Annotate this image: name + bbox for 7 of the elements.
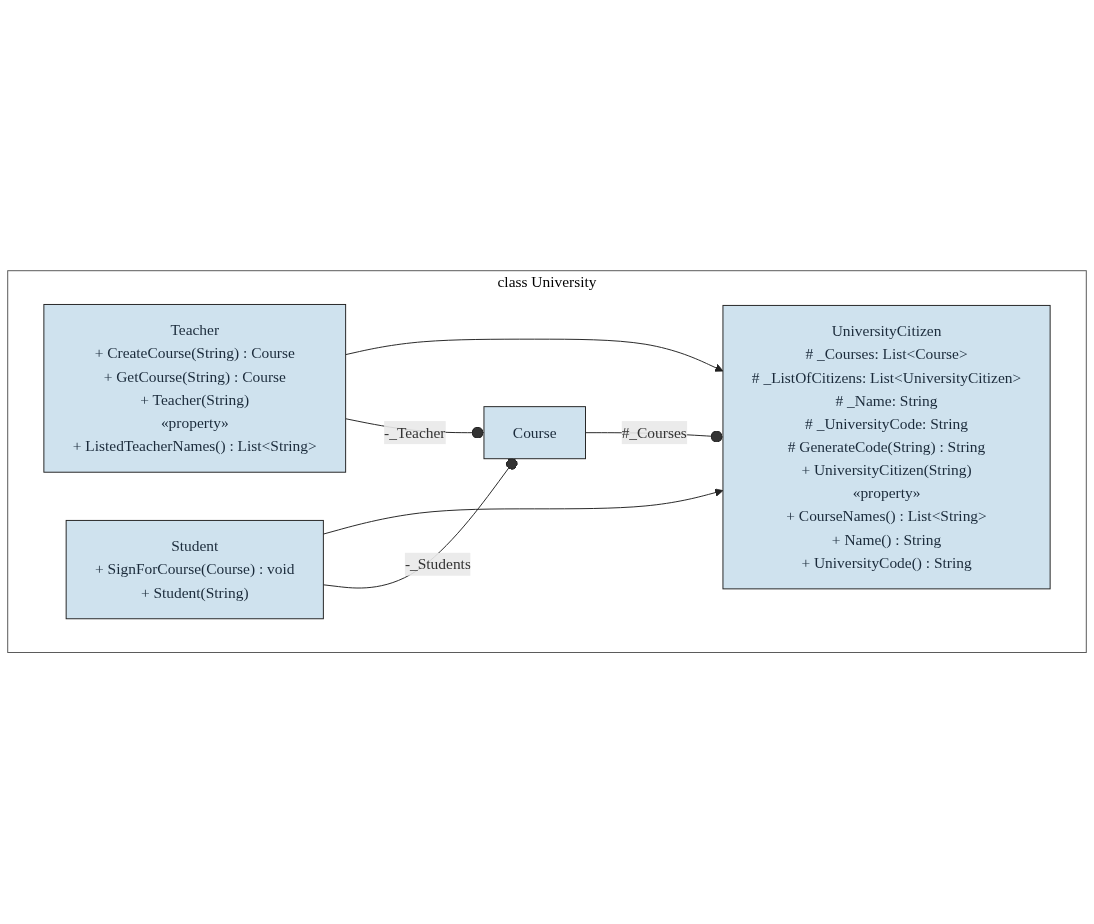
- edge-label: #_Courses: [621, 424, 687, 441]
- node-box: UniversityCitizen # _Courses: List<Course> # _ListOfCitizens: List<UniversityCitizen> # _Name: String # _UniversityCode: String # GenerateCode(String) : String + UniversityCitizen(String) «property» + CourseNames() : List<String> + Name() : String + UniversityCode() : String: [722, 305, 1051, 590]
- node-box: Course: [483, 406, 586, 460]
- edge-label: -_Teacher: [384, 424, 446, 441]
- node-box: Teacher + CreateCourse(String) : Course + GetCourse(String) : Course + Teacher(String) «property» + ListedTeacherNames() : List<String>: [43, 304, 347, 474]
- edge-label: -_Students: [404, 555, 471, 573]
- node-box: Student + SignForCourse(Course) : void + Student(String): [65, 520, 324, 620]
